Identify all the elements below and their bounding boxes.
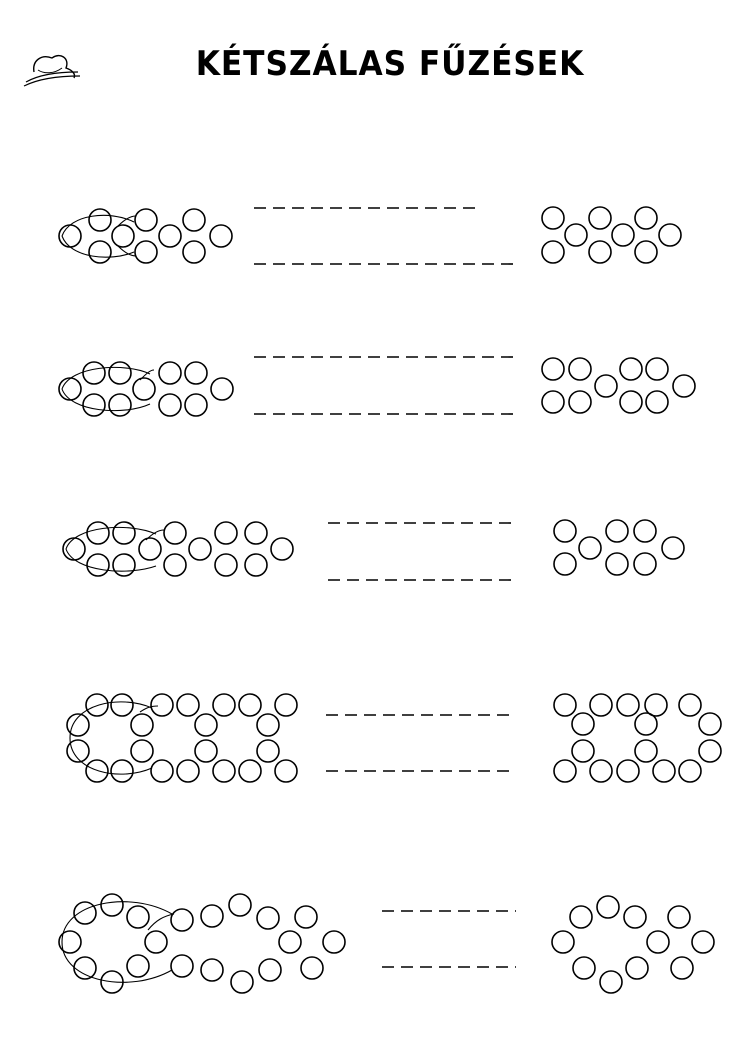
exercise-row-2 [58,356,696,417]
threading-pattern-2 [58,361,234,417]
threading-pattern-3 [62,521,294,577]
target-pattern-4 [553,693,722,783]
exercise-row-3 [62,519,685,581]
target-pattern-2 [541,357,696,414]
exercise-row-4 [66,693,722,783]
exercise-row-5 [58,893,715,994]
target-pattern-1 [541,206,682,264]
target-pattern-3 [553,519,685,576]
page-title: KÉTSZÁLAS FŰZÉSEK [195,44,585,84]
threading-pattern-4 [66,693,298,783]
beaded-hat-icon [23,54,81,87]
threading-pattern-1 [58,208,233,264]
threading-pattern-5 [58,893,346,994]
exercise-row-1 [58,206,682,265]
target-pattern-5 [551,895,715,994]
